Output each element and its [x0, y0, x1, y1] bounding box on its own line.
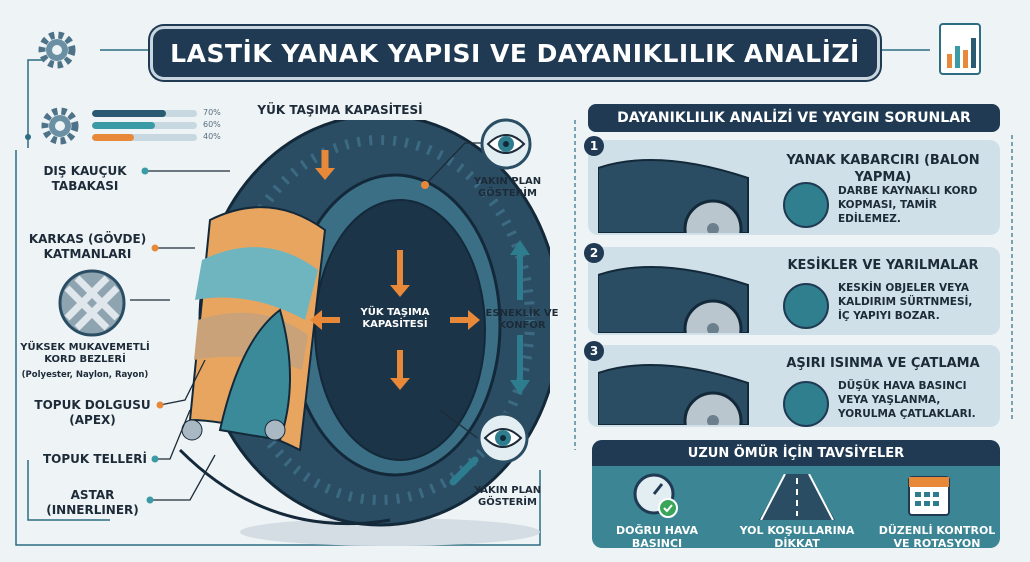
label-cord: YÜKSEK MUKAVEMETLİ KORD BEZLERİ — [20, 342, 150, 365]
issue-card: 2 KESİKLER VE YARILMALAR KESKİN OBJELER … — [584, 243, 1000, 335]
tips-header: UZUN ÖMÜR İÇİN TAVSİYELER — [592, 440, 1000, 466]
tip-label: YOL KOŞULLARINA DİKKAT — [739, 524, 855, 548]
calendar-icon — [908, 476, 950, 516]
tire-cutaway-illustration — [178, 120, 550, 546]
road-icon — [759, 474, 835, 520]
stat-percent: 70% — [203, 108, 221, 117]
bar-chart-icon — [939, 23, 981, 75]
issue-title: AŞIRI ISINMA VE ÇATLAMA — [786, 356, 980, 371]
label-closeup-bottom: YAKIN PLAN GÖSTERİM — [473, 485, 542, 508]
label-closeup-top: YAKIN PLAN GÖSTERİM — [473, 176, 542, 199]
label-outer-rubber: DIŞ KAUÇUK TABAKASI — [43, 164, 127, 193]
issue-card: 3 AŞIRI ISINMA VE ÇATLAMA DÜŞÜK HAVA BAS… — [584, 341, 1000, 427]
stat-bar — [92, 122, 197, 129]
issue-number: 1 — [584, 136, 604, 156]
label-load-center: YÜK TAŞIMA KAPASİTESİ — [360, 307, 430, 330]
tip-label: DÜZENLİ KONTROL VE ROTASYON — [878, 524, 996, 548]
tire-icon — [598, 266, 749, 333]
eye-icon — [480, 118, 532, 170]
issue-number: 3 — [584, 341, 604, 361]
pressure-gauge-icon — [633, 473, 678, 518]
issue-description: KESKİN OBJELER VEYA KALDIRIM SÜRTNMESİ, … — [838, 282, 973, 322]
issue-card: 1 YANAK KABARCIRI (BALON YAPMA) DARBE KA… — [584, 136, 1000, 235]
gear-icon — [41, 107, 79, 145]
issue-number: 2 — [584, 243, 604, 263]
label-apex: TOPUK DOLGUSU (APEX) — [34, 398, 151, 427]
page-title: LASTİK YANAK YAPISI VE DAYANIKLILIK ANAL… — [150, 26, 880, 80]
issue-title: YANAK KABARCIRI (BALON YAPMA) — [786, 153, 980, 185]
stat-percent: 60% — [203, 120, 221, 129]
label-load-top: YÜK TAŞIMA KAPASİTESİ — [257, 103, 423, 117]
cord-weave-icon — [58, 269, 126, 337]
gear-icon — [38, 31, 76, 69]
stat-percent: 40% — [203, 132, 221, 141]
issue-icon — [783, 283, 829, 329]
label-innerliner: ASTAR (INNERLINER) — [46, 488, 139, 517]
analysis-header: DAYANIKLILIK ANALİZİ VE YAYGIN SORUNLAR — [588, 104, 1000, 132]
stat-bar — [92, 110, 197, 117]
stat-bar — [92, 134, 197, 141]
issue-description: DÜŞÜK HAVA BASINCI VEYA YAŞLANMA, YORULM… — [838, 380, 976, 420]
tire-icon — [598, 364, 749, 425]
label-carcass: KARKAS (GÖVDE) KATMANLARI — [28, 232, 147, 261]
issue-icon — [783, 182, 829, 228]
tip-label: DOĞRU HAVA BASINCI — [616, 524, 698, 548]
leader-lines — [130, 142, 530, 504]
issue-icon — [783, 381, 829, 427]
issue-description: DARBE KAYNAKLI KORD KOPMASI, TAMİR EDİLE… — [838, 185, 978, 225]
tips-panel: UZUN ÖMÜR İÇİN TAVSİYELER DOĞRU HAVA BAS… — [592, 440, 1000, 548]
label-flex-comfort: ESNEKLİK VE KONFOR — [485, 308, 559, 331]
label-cord-materials: (Polyester, Naylon, Rayon) — [21, 370, 149, 380]
label-bead-wires: TOPUK TELLERİ — [43, 452, 147, 466]
issue-title: KESİKLER VE YARILMALAR — [787, 258, 979, 273]
tire-icon — [598, 159, 749, 233]
magnifier-eye-icon — [449, 412, 529, 486]
